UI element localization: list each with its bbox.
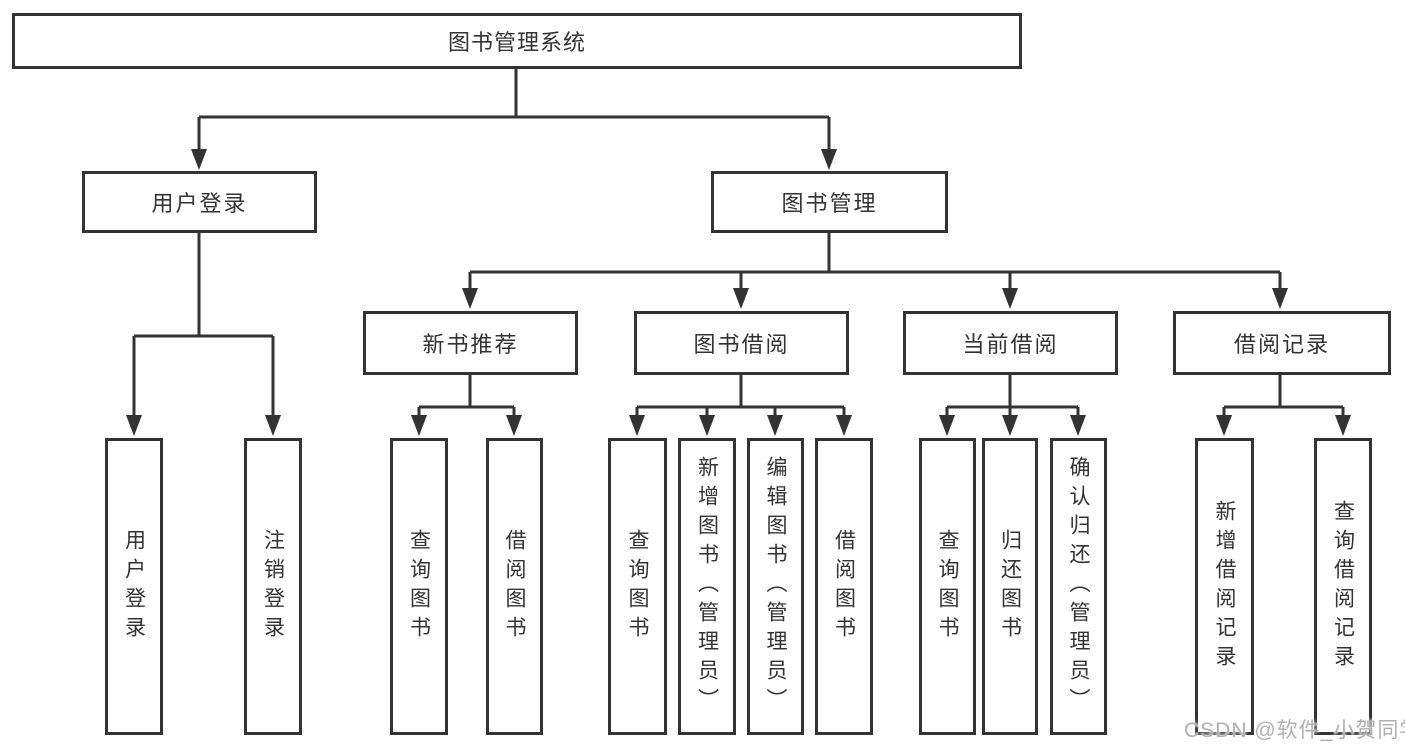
leaf-borrow-borrow-books: 借阅图书 [815, 438, 873, 735]
arrow-down-icon [699, 415, 715, 436]
arrowheads [126, 149, 1351, 436]
leaf-current-confirm-return-admin: 确认归还（管理员） [1050, 438, 1107, 735]
connector-records-to-leaves [1222, 375, 1345, 417]
arrow-down-icon [1002, 415, 1018, 436]
node-book-management-module-label: 图书管理 [781, 191, 878, 216]
leaf-borrow-query-books-label: 查询图书 [626, 528, 649, 645]
leaf-current-return-books: 归还图书 [982, 438, 1038, 735]
arrow-down-icon [126, 415, 142, 436]
leaf-borrow-borrow-books-label: 借阅图书 [832, 528, 856, 645]
node-current-borrow-label: 当前借阅 [962, 332, 1059, 357]
leaf-current-confirm-return-admin-label: 确认归还（管理员） [1067, 456, 1090, 717]
connector-login-to-leaves [132, 233, 275, 417]
leaf-current-query-books: 查询图书 [919, 438, 976, 735]
arrow-down-icon [411, 415, 427, 436]
leaf-user-login-label: 用户登录 [122, 528, 146, 645]
arrow-down-icon [1272, 288, 1288, 309]
leaf-recommend-query-books-label: 查询图书 [407, 528, 431, 645]
leaf-records-query-record: 查询借阅记录 [1314, 438, 1372, 735]
leaf-current-return-books-label: 归还图书 [998, 528, 1022, 645]
node-borrow-records: 借阅记录 [1173, 311, 1391, 375]
leaf-logout: 注销登录 [244, 438, 302, 735]
arrow-down-icon [767, 415, 783, 436]
connector-mgmt-to-level3 [468, 233, 1282, 290]
leaf-recommend-borrow-books: 借阅图书 [486, 438, 543, 735]
csdn-watermark: CSDN @软件_小贺同学 [1184, 719, 1405, 742]
node-library-system: 图书管理系统 [12, 13, 1022, 69]
node-book-borrow-label: 图书借阅 [693, 332, 790, 357]
arrow-down-icon [1335, 415, 1351, 436]
node-borrow-records-label: 借阅记录 [1233, 332, 1330, 357]
connector-recommend-to-leaves [417, 375, 516, 417]
leaf-recommend-borrow-books-label: 借阅图书 [503, 528, 526, 645]
arrow-down-icon [733, 288, 749, 309]
arrow-down-icon [836, 415, 852, 436]
leaf-logout-label: 注销登录 [261, 528, 285, 645]
leaf-records-query-record-label: 查询借阅记录 [1331, 499, 1355, 674]
leaf-user-login: 用户登录 [105, 438, 163, 735]
node-book-management-module: 图书管理 [711, 171, 948, 233]
leaf-borrow-add-books-admin-label: 新增图书（管理员） [695, 456, 719, 717]
arrow-down-icon [1002, 288, 1018, 309]
arrow-down-icon [191, 149, 207, 170]
leaf-current-query-books-label: 查询图书 [936, 528, 959, 645]
node-user-login-module: 用户登录 [82, 171, 317, 233]
arrow-down-icon [462, 288, 478, 309]
arrow-down-icon [265, 415, 281, 436]
connector-borrow-to-leaves [635, 375, 846, 417]
arrow-down-icon [506, 415, 522, 436]
arrow-down-icon [1070, 415, 1086, 436]
leaf-recommend-query-books: 查询图书 [390, 438, 448, 735]
node-current-borrow: 当前借阅 [903, 311, 1118, 375]
leaf-records-add-record-label: 新增借阅记录 [1213, 499, 1236, 674]
node-new-book-recommend-label: 新书推荐 [422, 332, 519, 357]
leaf-borrow-add-books-admin: 新增图书（管理员） [678, 438, 736, 735]
node-user-login-module-label: 用户登录 [151, 191, 248, 216]
leaf-borrow-edit-books-admin: 编辑图书（管理员） [747, 438, 804, 735]
arrow-down-icon [821, 149, 837, 170]
leaf-records-add-record: 新增借阅记录 [1195, 438, 1254, 735]
node-book-borrow: 图书借阅 [634, 311, 849, 375]
arrow-down-icon [939, 415, 955, 436]
node-library-system-label: 图书管理系统 [447, 30, 586, 55]
connector-root-to-level2 [197, 69, 831, 152]
arrow-down-icon [629, 415, 645, 436]
node-new-book-recommend: 新书推荐 [363, 311, 578, 375]
connector-current-to-leaves [945, 375, 1080, 417]
arrow-down-icon [1216, 415, 1232, 436]
leaf-borrow-edit-books-admin-label: 编辑图书（管理员） [764, 456, 787, 717]
leaf-borrow-query-books: 查询图书 [608, 438, 667, 735]
